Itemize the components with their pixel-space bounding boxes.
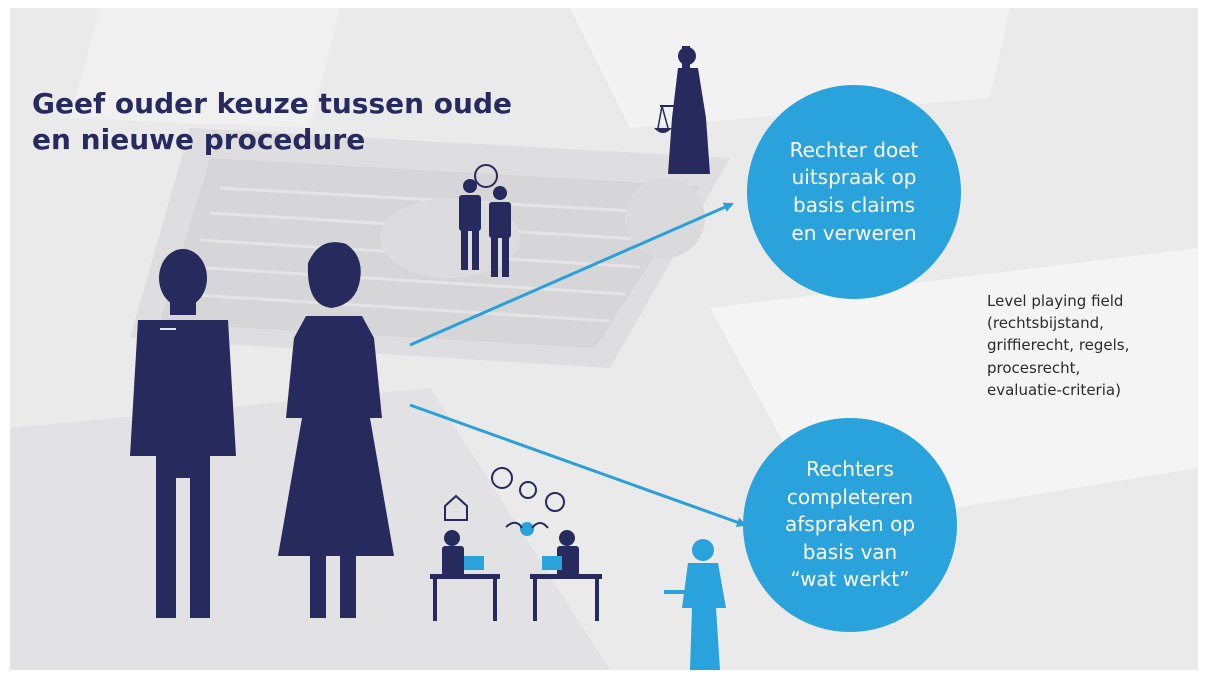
justice-statue-icon <box>654 46 710 174</box>
judges-complete-circle: Rechters completeren afspraken op basis … <box>743 418 957 632</box>
circle-line: Rechters <box>806 457 894 482</box>
arrow-to-judges-complete <box>409 403 747 528</box>
slide: Geef ouder keuze tussen oude en nieuwe p… <box>10 8 1198 670</box>
note-line: evaluatie-criteria) <box>987 380 1121 399</box>
circle-line: en verweren <box>791 220 917 245</box>
circle-line: uitspraak op <box>791 165 917 190</box>
woman-figure-icon <box>278 242 394 618</box>
man-figure-icon <box>130 249 236 618</box>
level-playing-field-note: Level playing field (rechtsbijstand, gri… <box>987 290 1197 401</box>
note-line: procesrecht, <box>987 358 1081 377</box>
slide-title: Geef ouder keuze tussen oude en nieuwe p… <box>32 86 552 159</box>
circle-line: basis van <box>802 539 898 564</box>
circle-line: completeren <box>786 484 914 509</box>
arguing-people-icon <box>459 164 511 277</box>
note-line: (rechtsbijstand, <box>987 314 1104 333</box>
note-line: griffierecht, regels, <box>987 336 1130 355</box>
mediation-desk-icon <box>430 467 602 621</box>
title-line: en nieuwe procedure <box>32 123 366 157</box>
circle-line: basis claims <box>793 193 915 217</box>
circle-line: afspraken op <box>784 512 916 537</box>
circle-line: Rechter doet <box>789 137 919 162</box>
judge-woman-icon <box>664 539 726 670</box>
title-line: Geef ouder keuze tussen oude <box>32 87 513 120</box>
diagram-graphics <box>130 46 747 670</box>
judge-ruling-circle: Rechter doet uitspraak op basis claims e… <box>747 85 961 299</box>
note-line: Level playing field <box>987 292 1124 310</box>
circle-line: “wat werkt” <box>790 567 910 592</box>
arrow-to-judge-ruling <box>409 202 734 347</box>
